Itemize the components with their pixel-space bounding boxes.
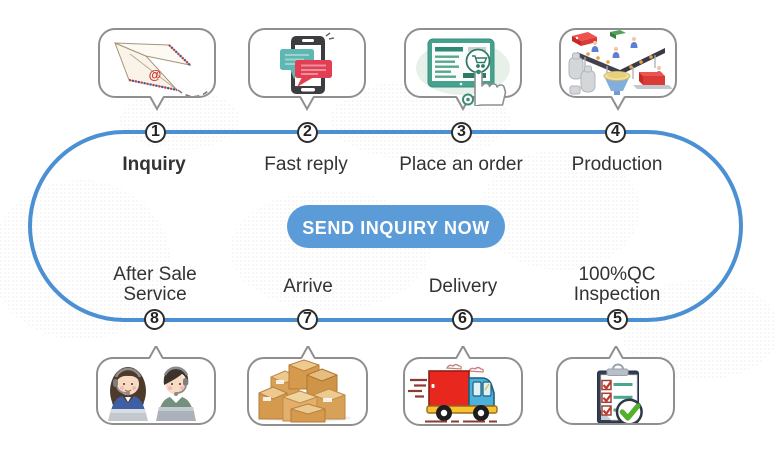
svg-text:@: @ — [149, 67, 162, 82]
